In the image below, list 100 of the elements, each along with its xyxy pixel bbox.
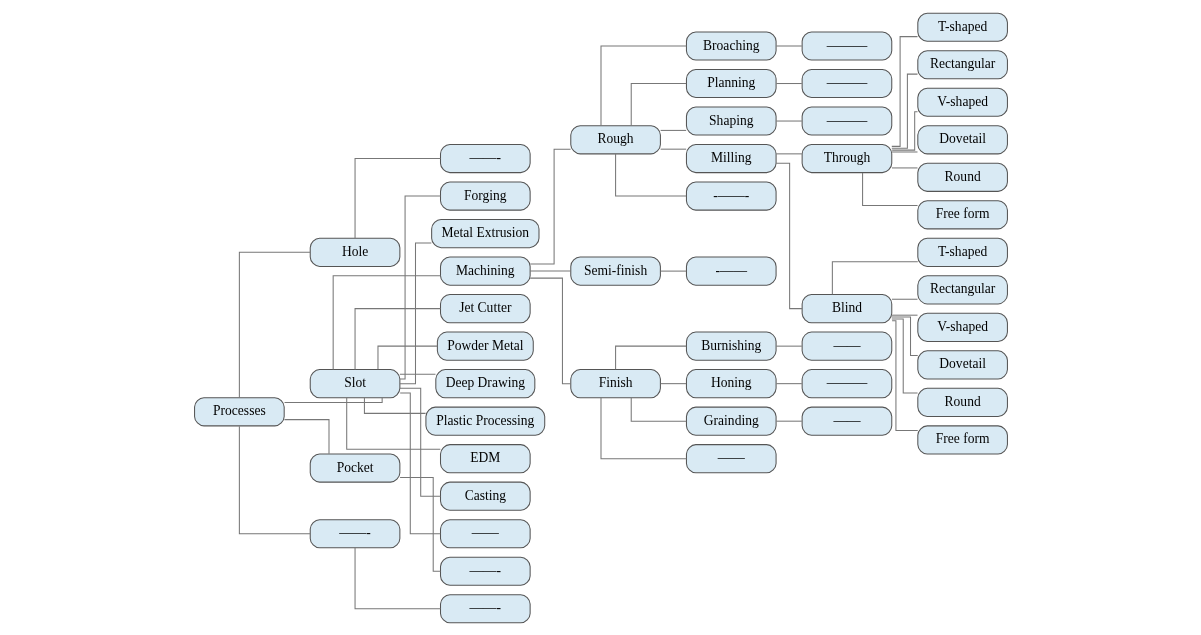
connector bbox=[775, 345, 802, 347]
node-box: Machining bbox=[439, 256, 531, 286]
node-box: Jet Cutter bbox=[439, 293, 531, 323]
connector bbox=[775, 382, 802, 384]
node-box: Metal Extrusion bbox=[430, 218, 539, 248]
connector bbox=[775, 82, 802, 84]
node-box: V-shaped bbox=[916, 312, 1008, 342]
node-box: Free form bbox=[916, 199, 1008, 229]
connector bbox=[345, 396, 441, 450]
node-box: Burnishing bbox=[685, 331, 777, 361]
node-box: ——— bbox=[801, 105, 892, 136]
node-box: ——- bbox=[439, 593, 531, 623]
connector bbox=[283, 418, 329, 454]
node-box: V-shaped bbox=[916, 87, 1008, 117]
node-box: Slot bbox=[309, 368, 400, 398]
connector bbox=[891, 166, 918, 168]
connector bbox=[399, 476, 441, 572]
node-box: ——- bbox=[439, 556, 531, 586]
connector bbox=[831, 260, 918, 295]
connector bbox=[630, 82, 687, 126]
connector bbox=[398, 387, 441, 497]
node-box: Finish bbox=[569, 368, 661, 398]
node-box: T-shaped bbox=[916, 237, 1008, 267]
node-box: Casting bbox=[439, 481, 531, 511]
node-box: Processes bbox=[193, 396, 285, 426]
node-box: Grainding bbox=[685, 406, 777, 436]
connector bbox=[890, 35, 918, 147]
connector bbox=[614, 345, 687, 370]
connector bbox=[238, 251, 310, 398]
node-box: Forging bbox=[439, 181, 531, 211]
connector bbox=[775, 152, 802, 154]
connector bbox=[659, 148, 687, 150]
node-box: Hole bbox=[309, 237, 400, 267]
connector bbox=[659, 129, 687, 131]
connector bbox=[614, 153, 687, 197]
node-box: —— bbox=[439, 518, 531, 548]
node-box: Blind bbox=[801, 293, 892, 323]
node-box: Planning bbox=[685, 68, 777, 98]
node-box: -——- bbox=[685, 181, 777, 211]
connector bbox=[363, 396, 426, 414]
connector bbox=[891, 110, 918, 151]
connector bbox=[398, 241, 432, 384]
node-box: Powder Metal bbox=[436, 331, 534, 361]
node-box: —— bbox=[801, 406, 892, 436]
connector bbox=[398, 373, 436, 375]
node-box: -—— bbox=[685, 256, 777, 286]
connector bbox=[354, 546, 441, 609]
connector bbox=[600, 396, 687, 459]
node-box: ——— bbox=[801, 30, 892, 61]
connector bbox=[659, 270, 687, 272]
node-box: T-shaped bbox=[916, 12, 1008, 42]
connector bbox=[399, 195, 441, 379]
connector bbox=[332, 274, 441, 370]
connector bbox=[529, 148, 571, 265]
node-box: ——— bbox=[801, 68, 892, 98]
node-box: Honing bbox=[685, 368, 777, 398]
node-box: Through bbox=[801, 143, 892, 173]
connector bbox=[354, 307, 441, 370]
connector bbox=[775, 420, 802, 422]
connector bbox=[891, 314, 918, 316]
connector bbox=[283, 397, 383, 403]
node-box: Round bbox=[916, 387, 1008, 417]
connector bbox=[238, 425, 310, 534]
node-box: Dovetail bbox=[916, 124, 1008, 154]
node-box: Milling bbox=[685, 143, 777, 173]
node-box: Pocket bbox=[309, 453, 400, 483]
connector bbox=[354, 157, 441, 239]
connector bbox=[630, 397, 687, 422]
connector bbox=[659, 382, 687, 384]
node-box: Semi-finish bbox=[569, 256, 661, 286]
connector bbox=[890, 73, 918, 149]
connector bbox=[775, 120, 802, 122]
node-box: —— bbox=[801, 331, 892, 361]
node-box: Rectangular bbox=[916, 49, 1008, 79]
node-box: Deep Drawing bbox=[434, 368, 535, 398]
connector bbox=[891, 150, 918, 152]
node-box: Round bbox=[916, 162, 1008, 192]
node-box: Plastic Processing bbox=[424, 406, 545, 436]
node-box: Rough bbox=[569, 124, 661, 154]
connector bbox=[529, 270, 571, 272]
node-box: Free form bbox=[916, 424, 1008, 454]
node-box: ——— bbox=[801, 368, 892, 398]
node-box: EDM bbox=[439, 443, 531, 473]
connector bbox=[891, 298, 918, 300]
node-box: Rectangular bbox=[916, 274, 1008, 304]
connector bbox=[529, 277, 571, 384]
connector bbox=[775, 45, 802, 46]
node-box: ——- bbox=[309, 518, 400, 548]
node-box: ——- bbox=[439, 143, 531, 173]
node-box: Broaching bbox=[685, 30, 777, 61]
connector bbox=[890, 317, 918, 394]
connector bbox=[600, 45, 687, 126]
connector bbox=[891, 319, 918, 431]
connector bbox=[399, 392, 441, 534]
connector bbox=[376, 345, 438, 370]
connector bbox=[861, 171, 918, 206]
node-box: Shaping bbox=[685, 105, 777, 136]
connector bbox=[890, 316, 918, 356]
node-box: Dovetail bbox=[916, 349, 1008, 379]
node-box: —— bbox=[685, 443, 777, 473]
